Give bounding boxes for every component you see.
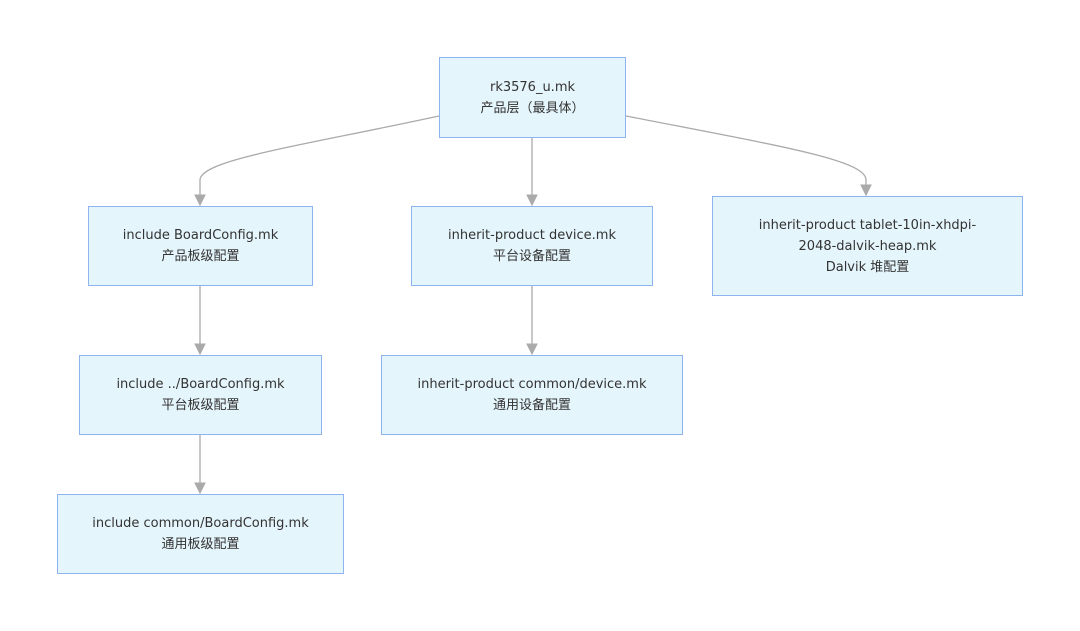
- node-title: inherit-product tablet-10in-xhdpi-: [758, 217, 977, 233]
- edge-root-to-board-config: [194, 115, 440, 207]
- node-common-board-config: include common/BoardConfig.mk 通用板级配置: [57, 494, 344, 574]
- node-title: inherit-product device.mk: [448, 228, 616, 243]
- node-title-continued: 2048-dalvik-heap.mk: [798, 238, 937, 254]
- node-title: rk3576_u.mk: [489, 79, 576, 95]
- edge-root-to-dalvik: [625, 115, 872, 197]
- node-common-device: inherit-product common/device.mk 通用设备配置: [381, 355, 683, 435]
- node-board-config: include BoardConfig.mk 产品板级配置: [88, 206, 313, 286]
- node-subtitle: 通用设备配置: [492, 398, 571, 413]
- node-title: inherit-product common/device.mk: [417, 377, 647, 392]
- node-dalvik-heap: inherit-product tablet-10in-xhdpi- 2048-…: [712, 196, 1023, 296]
- node-subtitle: 产品板级配置: [161, 249, 240, 264]
- node-subtitle: Dalvik 堆配置: [825, 259, 910, 275]
- node-title: include BoardConfig.mk: [122, 228, 279, 243]
- node-device-mk: inherit-product device.mk 平台设备配置: [411, 206, 653, 286]
- node-subtitle: 平台板级配置: [161, 398, 240, 413]
- node-title: include ../BoardConfig.mk: [116, 377, 285, 392]
- node-rk3576-product: rk3576_u.mk 产品层（最具体）: [439, 57, 626, 138]
- node-parent-board-config: include ../BoardConfig.mk 平台板级配置: [79, 355, 322, 435]
- node-subtitle: 平台设备配置: [492, 249, 571, 264]
- node-subtitle: 产品层（最具体）: [480, 100, 585, 116]
- node-subtitle: 通用板级配置: [161, 537, 240, 552]
- node-title: include common/BoardConfig.mk: [92, 516, 309, 531]
